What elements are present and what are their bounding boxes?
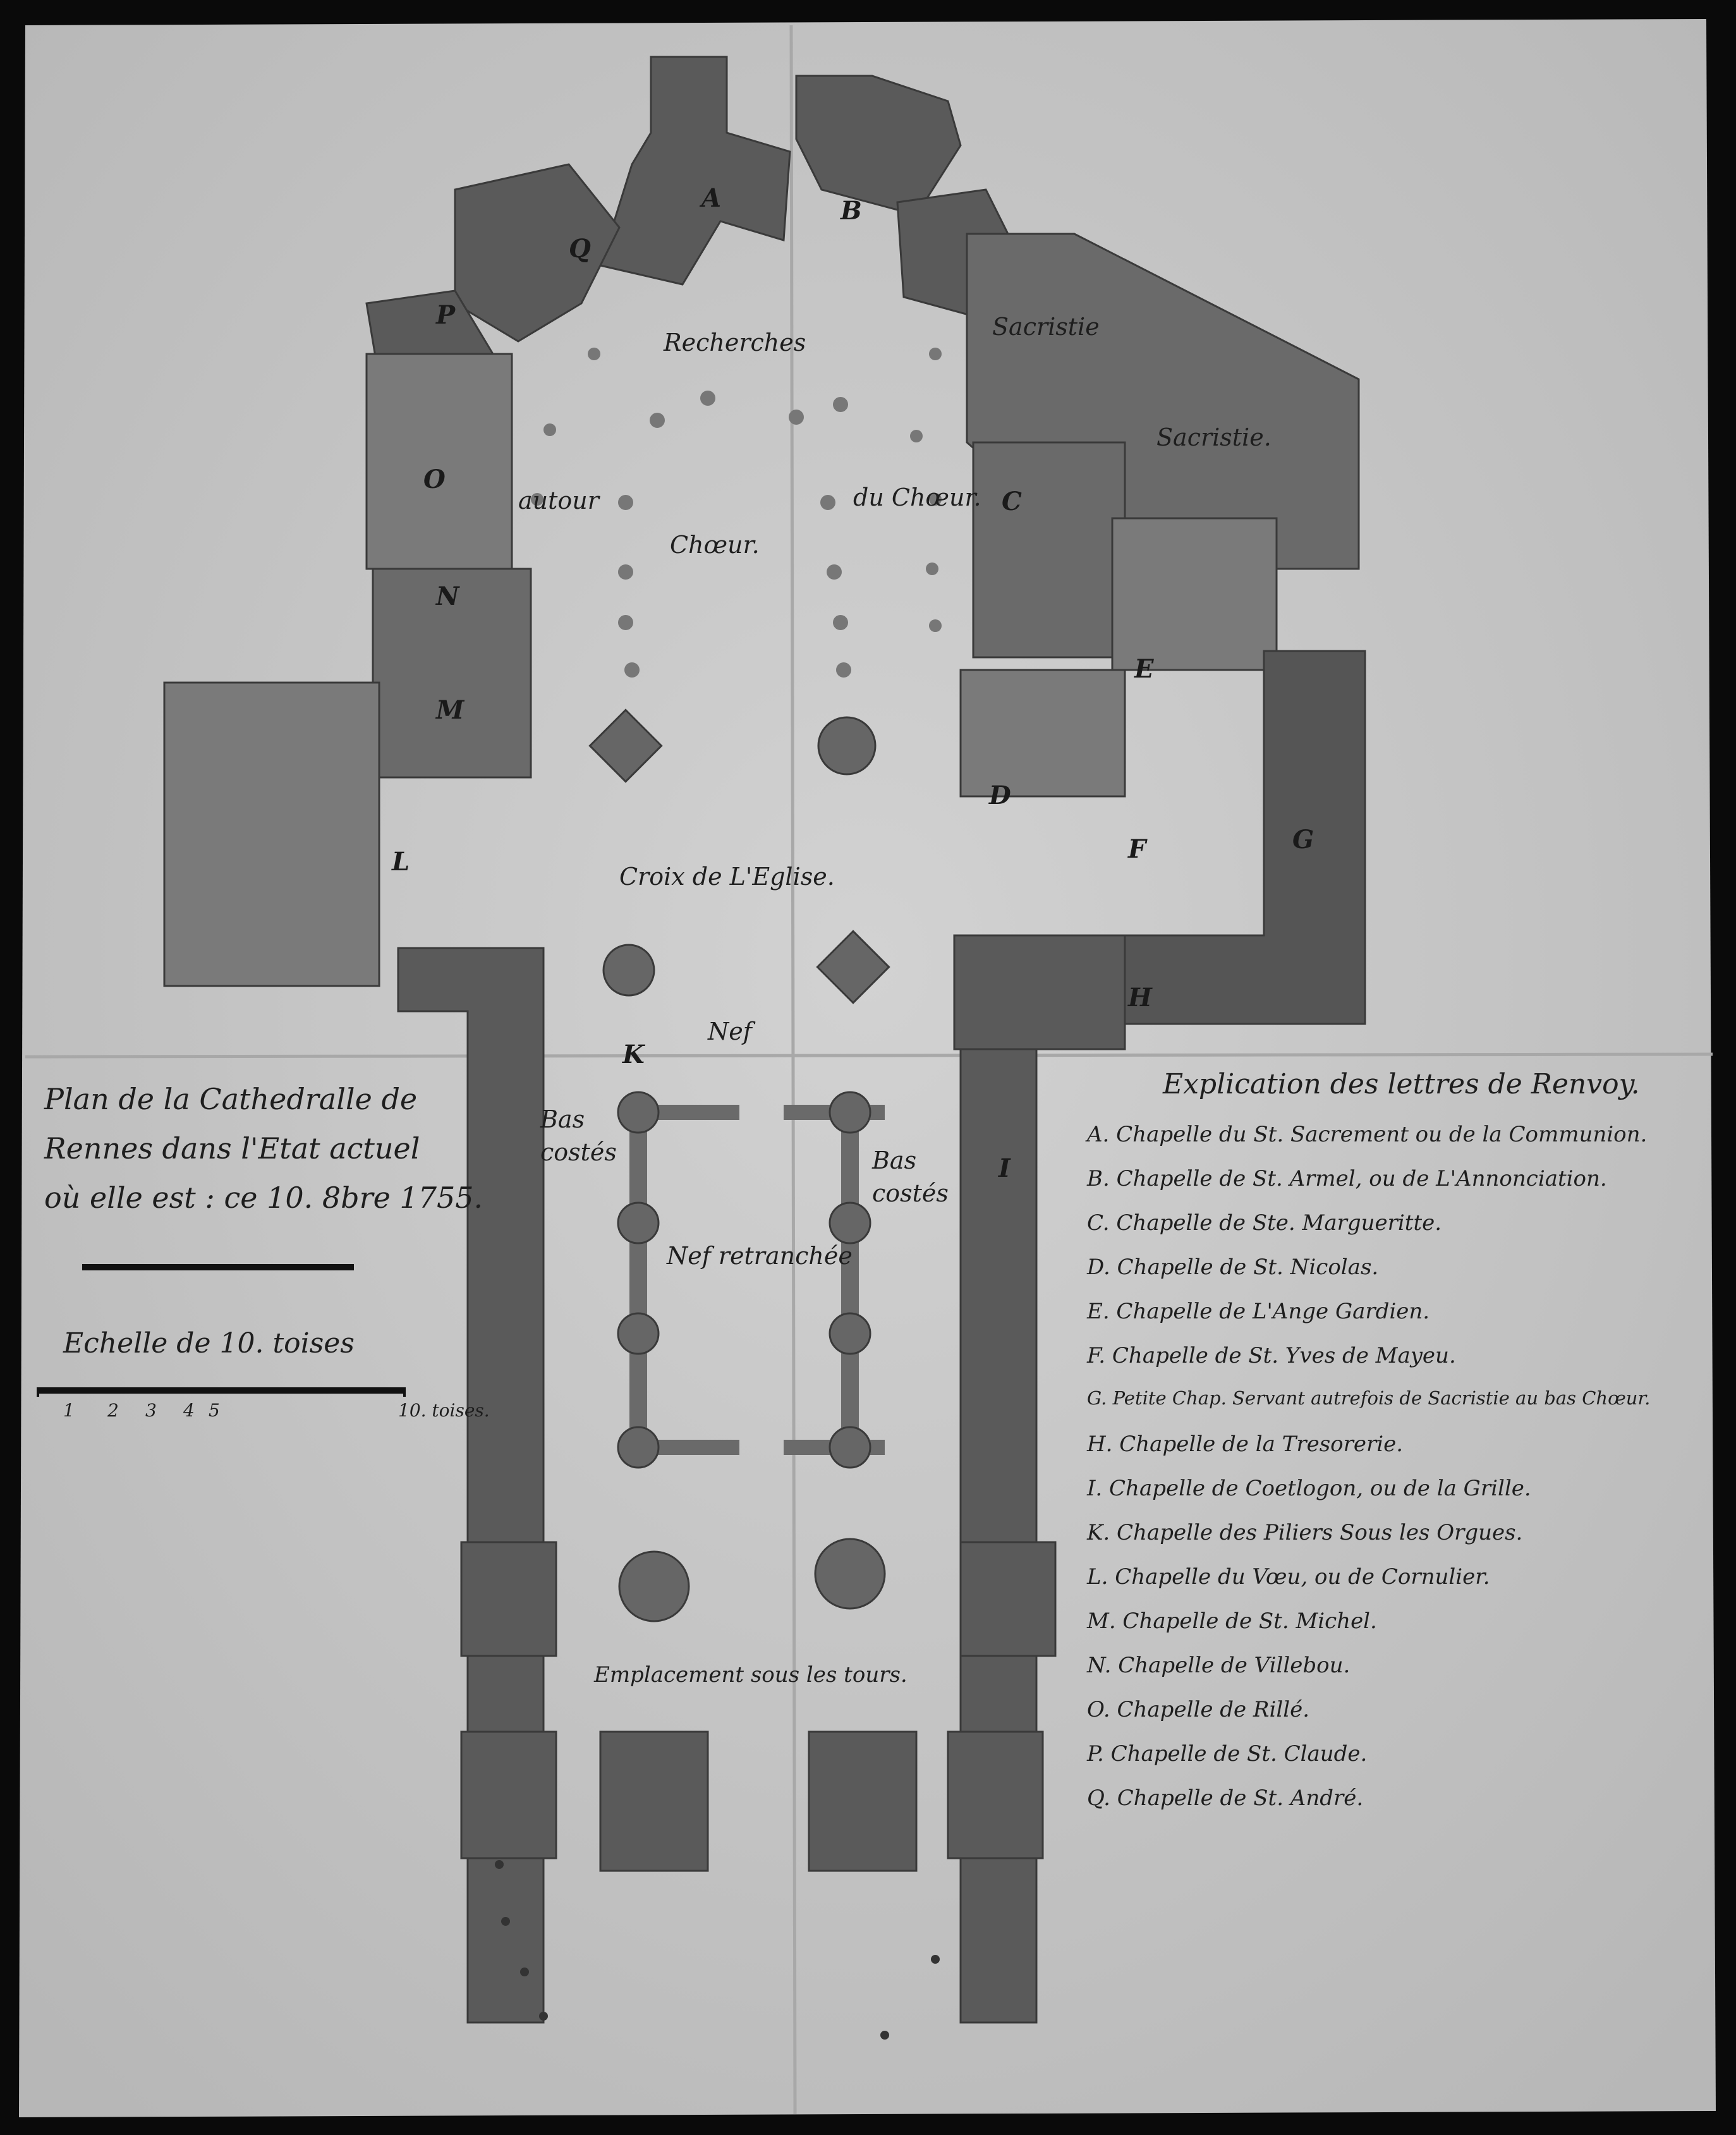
legend: A. Chapelle du St. Sacrement ou de la Co… [1087, 1122, 1719, 1830]
label-choeur: Chœur. [670, 531, 760, 559]
letter-b: B [841, 196, 862, 226]
letter-a: A [701, 183, 722, 213]
legend-item: E. Chapelle de L'Ange Gardien. [1087, 1299, 1430, 1324]
legend-item: G. Petite Chap. Servant autrefois de Sac… [1087, 1387, 1651, 1409]
cathedral-walls [163, 56, 1366, 2024]
label-bas-costes-right: Bas costés [872, 1147, 949, 1207]
letter-c: C [1002, 487, 1022, 516]
label-nef: Nef [708, 1018, 752, 1045]
legend-item: P. Chapelle de St. Claude. [1087, 1741, 1368, 1767]
legend-item: B. Chapelle de St. Armel, ou de L'Annonc… [1087, 1166, 1607, 1191]
letter-d: D [989, 781, 1011, 810]
legend-item: A. Chapelle du St. Sacrement ou de la Co… [1087, 1122, 1648, 1147]
legend-item: L. Chapelle du Vœu, ou de Cornulier. [1087, 1564, 1490, 1590]
legend-item: D. Chapelle de St. Nicolas. [1087, 1255, 1379, 1280]
scale-tick: 1 [63, 1400, 75, 1421]
scale-tick: 4 [183, 1400, 195, 1421]
fold-line-horizontal [25, 1052, 1713, 1059]
letter-g: G [1292, 825, 1314, 855]
scale-end-label: 10. toises. [398, 1400, 490, 1421]
label-sacristie-2: Sacristie. [1156, 423, 1272, 451]
letter-l: L [392, 847, 410, 877]
dotted-forecourt [495, 1860, 940, 2040]
legend-item: I. Chapelle de Coetlogon, ou de la Grill… [1087, 1476, 1531, 1501]
scale-tick: 2 [107, 1400, 119, 1421]
letter-o: O [423, 465, 446, 494]
title-line: Plan de la Cathedralle de [44, 1082, 418, 1116]
plan-title: Plan de la Cathedralle de Rennes dans l'… [44, 1074, 487, 1222]
letter-i: I [999, 1153, 1011, 1183]
letter-q: Q [569, 234, 591, 264]
legend-item: K. Chapelle des Piliers Sous les Orgues. [1087, 1520, 1523, 1545]
label-sacristie-1: Sacristie [992, 313, 1100, 341]
legend-item: N. Chapelle de Villebou. [1087, 1653, 1351, 1678]
letter-h: H [1128, 983, 1152, 1013]
label-recherches: Recherches [664, 329, 806, 356]
legend-item: O. Chapelle de Rillé. [1087, 1697, 1310, 1722]
letter-m: M [436, 695, 464, 725]
nave-piers [588, 709, 890, 1622]
letter-n: N [436, 581, 459, 611]
scale-title: Echelle de 10. toises [63, 1327, 355, 1359]
legend-item: C. Chapelle de Ste. Margueritte. [1087, 1210, 1442, 1236]
label-croix: Croix de L'Eglise. [619, 863, 835, 891]
title-line: où elle est : ce 10. 8bre 1755. [44, 1181, 483, 1215]
letter-e: E [1134, 654, 1154, 684]
legend-item: F. Chapelle de St. Yves de Mayeu. [1087, 1343, 1456, 1368]
scale-bar [37, 1264, 406, 1397]
letter-f: F [1128, 834, 1146, 864]
title-line: Rennes dans l'Etat actuel [44, 1131, 420, 1165]
letter-p: P [436, 300, 456, 330]
label-bas-costes-left: Bas costés [540, 1105, 617, 1166]
label-autour: autour [518, 487, 599, 514]
legend-item: M. Chapelle de St. Michel. [1087, 1609, 1377, 1634]
fold-line-vertical [789, 25, 797, 2115]
legend-item: H. Chapelle de la Tresorerie. [1087, 1432, 1404, 1457]
scale-tick: 5 [209, 1400, 220, 1421]
scale-tick: 3 [145, 1400, 157, 1421]
label-nef-retranchee: Nef retranchée [667, 1242, 853, 1270]
choir-columns [531, 348, 942, 678]
label-du-choeur: du Chœur. [853, 484, 981, 511]
label-emplacement: Emplacement sous les tours. [594, 1662, 907, 1688]
legend-title: Explication des lettres de Renvoy. [1163, 1068, 1640, 1100]
legend-item: Q. Chapelle de St. André. [1087, 1785, 1364, 1811]
letter-k: K [622, 1040, 645, 1069]
